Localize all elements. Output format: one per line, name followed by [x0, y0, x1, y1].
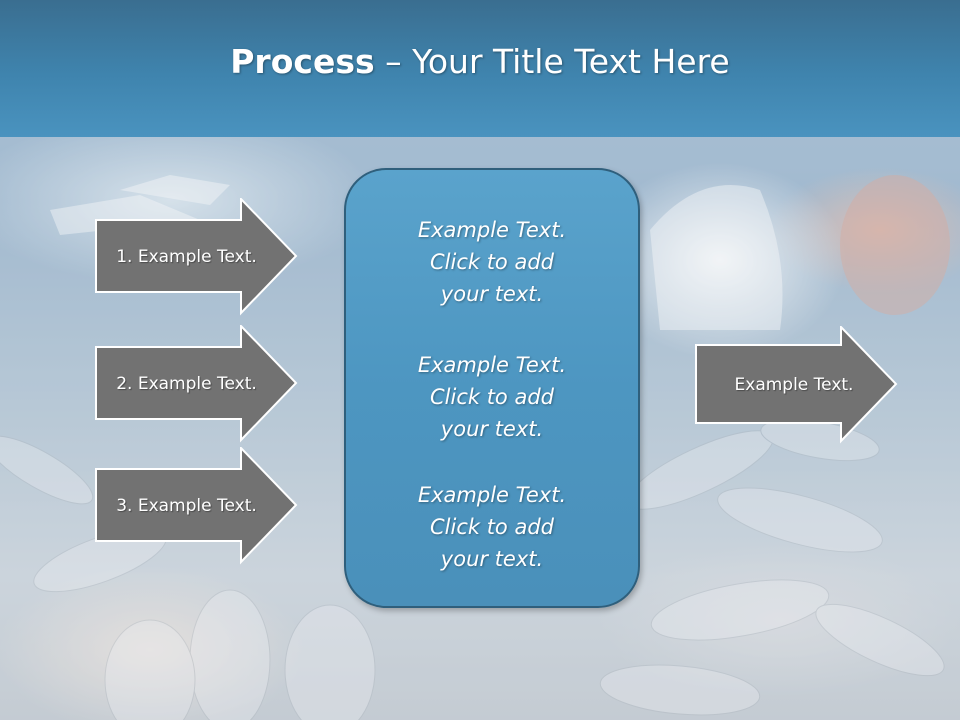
- step-arrow-1[interactable]: 1. Example Text.: [94, 198, 299, 316]
- center-line: Example Text.: [417, 353, 567, 377]
- step-label-2: 2. Example Text.: [116, 374, 257, 394]
- title-rest-text: – Your Title Text Here: [374, 42, 730, 81]
- step-label-1: 1. Example Text.: [116, 247, 257, 267]
- center-paragraph-2: Example Text. Click to add your text.: [346, 349, 638, 445]
- title-bar: Process – Your Title Text Here: [0, 0, 960, 137]
- center-line: Click to add: [429, 385, 554, 409]
- step-label-3: 3. Example Text.: [116, 496, 257, 516]
- slide-title[interactable]: Process – Your Title Text Here: [230, 42, 729, 81]
- title-bold-text: Process: [230, 42, 375, 81]
- center-line: Click to add: [429, 515, 554, 539]
- step-arrow-2[interactable]: 2. Example Text.: [94, 325, 299, 443]
- step-arrow-3[interactable]: 3. Example Text.: [94, 447, 299, 565]
- center-line: your text.: [440, 547, 544, 571]
- center-paragraph-1: Example Text. Click to add your text.: [346, 214, 638, 310]
- center-line: Click to add: [429, 250, 554, 274]
- result-arrow[interactable]: Example Text.: [694, 326, 899, 444]
- center-line: your text.: [440, 417, 544, 441]
- center-line: your text.: [440, 282, 544, 306]
- center-line: Example Text.: [417, 218, 567, 242]
- result-label: Example Text.: [734, 375, 854, 395]
- center-line: Example Text.: [417, 483, 567, 507]
- center-text-box[interactable]: Example Text. Click to add your text. Ex…: [344, 168, 640, 608]
- center-paragraph-3: Example Text. Click to add your text.: [346, 479, 638, 575]
